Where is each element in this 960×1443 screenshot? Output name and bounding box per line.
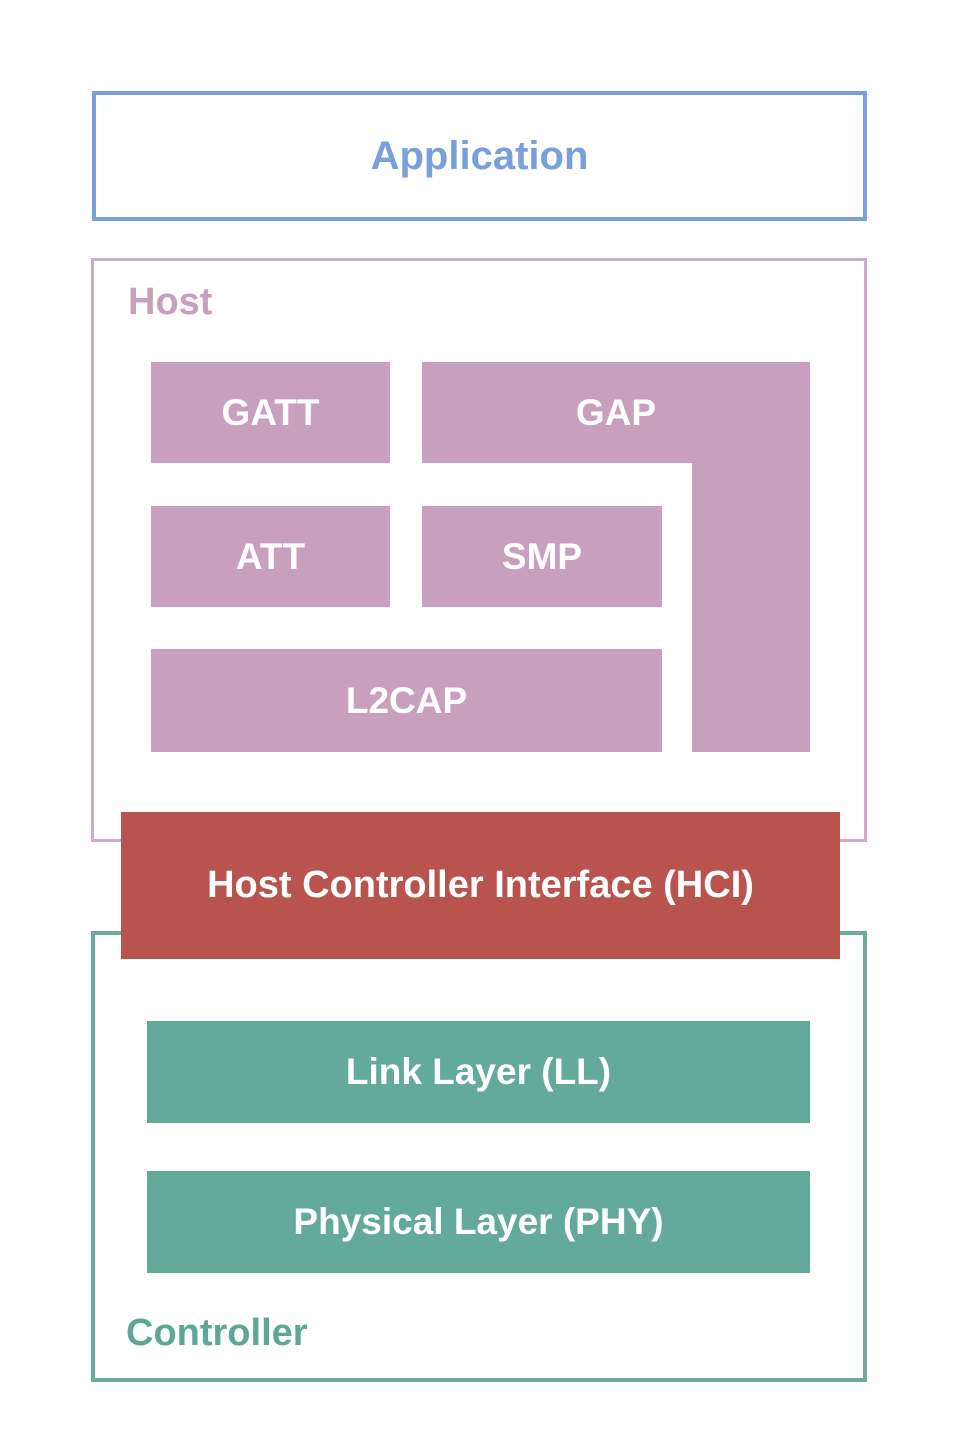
link-layer-block: Link Layer (LL) [147, 1021, 810, 1123]
application-label: Application [370, 133, 589, 178]
physical-layer-block: Physical Layer (PHY) [147, 1171, 810, 1273]
l2cap-block: L2CAP [151, 649, 662, 752]
gap-block-right-extension [692, 462, 810, 752]
att-block: ATT [151, 506, 390, 607]
gatt-block: GATT [151, 362, 390, 463]
gap-block: GAP [422, 362, 810, 463]
smp-block: SMP [422, 506, 662, 607]
controller-box [91, 931, 867, 1382]
hci-block: Host Controller Interface (HCI) [121, 812, 840, 959]
host-label: Host [128, 281, 213, 323]
controller-label: Controller [126, 1312, 308, 1354]
application-box: Application [92, 91, 867, 221]
